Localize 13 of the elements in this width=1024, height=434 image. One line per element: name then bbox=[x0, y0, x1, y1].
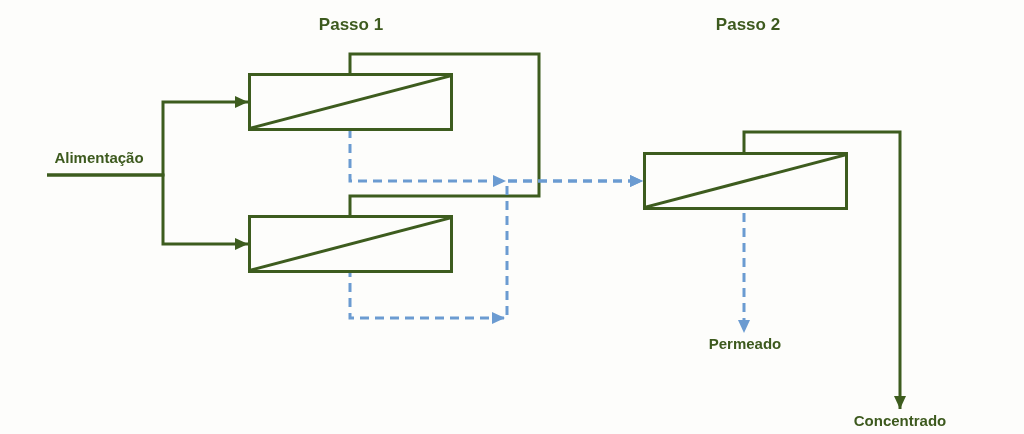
membrane-module bbox=[248, 215, 453, 273]
stream-label: Permeado bbox=[695, 333, 795, 355]
stage-heading: Passo 2 bbox=[714, 14, 782, 36]
flow-arrow bbox=[47, 173, 248, 250]
membrane-module bbox=[643, 152, 848, 210]
flow-line bbox=[348, 52, 541, 215]
stream-label: Alimentação bbox=[38, 146, 160, 175]
dashed-arrow bbox=[348, 175, 643, 324]
flow-arrow bbox=[742, 130, 906, 409]
stream-label: Concentrado bbox=[845, 409, 955, 433]
dashed-arrow bbox=[738, 210, 750, 333]
membrane-module bbox=[248, 73, 453, 131]
stage-heading: Passo 1 bbox=[317, 14, 385, 36]
